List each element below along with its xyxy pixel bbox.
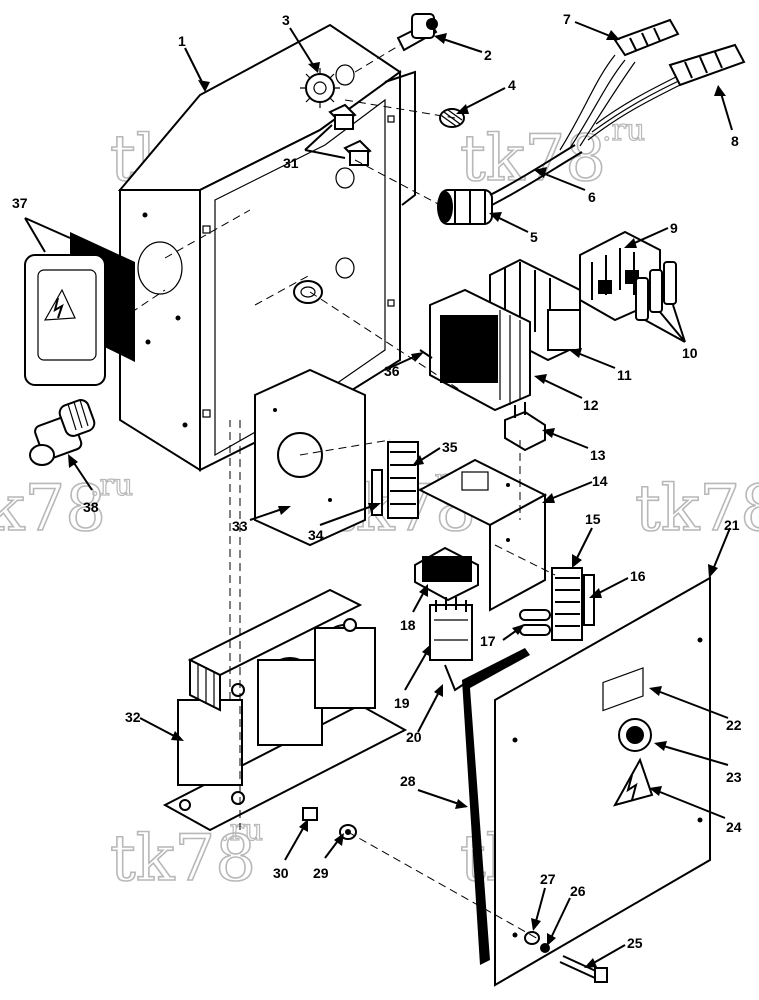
callout-3: 3 xyxy=(282,12,290,28)
bracket-33 xyxy=(254,368,366,547)
callout-12: 12 xyxy=(583,397,599,413)
callout-11: 11 xyxy=(617,367,632,383)
gasket-28 xyxy=(462,648,530,965)
star-washer xyxy=(300,68,340,108)
callout-16: 16 xyxy=(630,568,646,584)
callout-20: 20 xyxy=(406,729,422,745)
callout-1: 1 xyxy=(178,33,186,49)
terminal-block-35 xyxy=(371,441,419,519)
watermark-mid-right: tk78 xyxy=(635,472,759,546)
callout-6: 6 xyxy=(588,189,596,205)
callout-labels: 1 2 3 4 5 6 7 8 9 10 11 12 13 14 15 16 1… xyxy=(12,11,742,951)
callout-10: 10 xyxy=(682,345,698,361)
callout-4: 4 xyxy=(508,77,516,93)
relay-socket-18 xyxy=(414,546,479,602)
jumpers-17 xyxy=(519,609,551,636)
fuse-holders xyxy=(328,103,372,166)
assembly-lines xyxy=(119,44,556,941)
callout-18: 18 xyxy=(400,617,416,633)
callout-13: 13 xyxy=(590,447,606,463)
callout-2: 2 xyxy=(484,47,492,63)
terminal-block-16 xyxy=(551,567,595,641)
cable-gland-top xyxy=(396,13,438,52)
bracket-14 xyxy=(417,458,548,612)
callout-30: 30 xyxy=(273,865,289,881)
callout-17: 17 xyxy=(480,633,496,649)
door-panel-21 xyxy=(494,576,711,987)
callout-35: 35 xyxy=(442,439,458,455)
callout-31: 31 xyxy=(283,155,299,171)
cable-gland-side xyxy=(437,189,493,225)
fuses xyxy=(635,261,677,321)
callout-25: 25 xyxy=(627,935,643,951)
callout-14: 14 xyxy=(592,473,608,489)
callout-24: 24 xyxy=(726,819,742,835)
callout-23: 23 xyxy=(726,769,742,785)
callout-32: 32 xyxy=(125,709,141,725)
callout-9: 9 xyxy=(670,220,678,236)
enclosure-box xyxy=(117,23,416,472)
callout-37: 37 xyxy=(12,195,28,211)
watermark-top-right: tk78 xyxy=(460,122,606,196)
callout-8: 8 xyxy=(731,133,739,149)
callout-21: 21 xyxy=(724,517,740,533)
callout-28: 28 xyxy=(400,773,416,789)
watermark-top-right-suffix: .ru xyxy=(602,113,645,148)
callout-33: 33 xyxy=(232,518,248,534)
callout-15: 15 xyxy=(585,511,601,527)
leader-lines xyxy=(24,21,733,968)
callout-7: 7 xyxy=(563,11,571,27)
terminal-13 xyxy=(504,402,546,452)
nut-and-clip xyxy=(302,807,357,840)
callout-34: 34 xyxy=(308,527,324,543)
callout-19: 19 xyxy=(394,695,410,711)
callout-5: 5 xyxy=(530,229,538,245)
door-hardware xyxy=(524,931,608,983)
relay-19 xyxy=(429,597,473,692)
cover-37 xyxy=(24,232,135,386)
callout-38: 38 xyxy=(83,499,99,515)
callout-36: 36 xyxy=(384,363,400,379)
watermark-mid-left-suffix: .ru xyxy=(90,468,133,503)
callout-26: 26 xyxy=(570,883,586,899)
watermark-bottom-left: tk78 xyxy=(110,822,256,896)
transformer xyxy=(162,588,408,832)
callout-22: 22 xyxy=(726,717,742,733)
contactor-12 xyxy=(419,288,531,412)
callout-27: 27 xyxy=(540,871,556,887)
knob-38 xyxy=(29,399,96,466)
callout-29: 29 xyxy=(313,865,329,881)
